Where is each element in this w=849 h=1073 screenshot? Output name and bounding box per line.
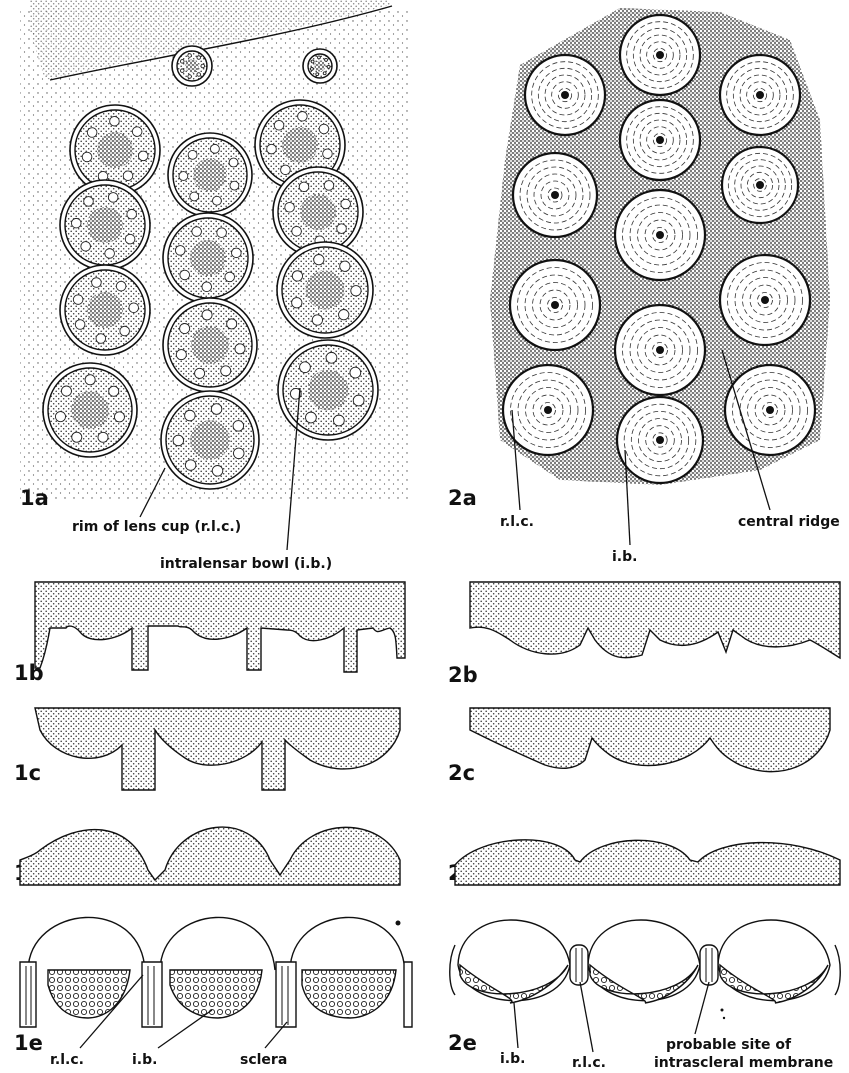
leader-2e-rlc — [580, 982, 593, 1052]
annotation-2e-site-line2: intrascleral membrane — [654, 1055, 833, 1071]
lens-2a-11 — [503, 365, 593, 455]
lens-1e-2 — [160, 917, 275, 970]
lens-1a-2 — [303, 49, 337, 83]
edge-2e-right — [835, 945, 840, 995]
annotation-intralensar-bowl: intralensar bowl (i.b.) — [160, 556, 332, 572]
dot-1e — [396, 921, 401, 926]
lens-1a-13 — [278, 340, 378, 440]
bowl-2e-3 — [720, 965, 828, 1003]
lens-1a-8 — [163, 213, 253, 303]
label-2a: 2a — [448, 486, 477, 510]
annotation-rim-of-lens-cup: rim of lens cup (r.l.c.) — [72, 519, 241, 535]
lens-2a-12 — [725, 365, 815, 455]
pillar-2e-2 — [700, 945, 718, 985]
label-2c: 2c — [448, 761, 475, 785]
lens-1a-5 — [168, 133, 252, 217]
leader-2e-ib — [514, 1003, 518, 1048]
annotation-1e-rlc: r.l.c. — [50, 1052, 84, 1068]
annotation-1e-sclera: sclera — [240, 1052, 287, 1068]
edge-2e-left — [450, 945, 455, 995]
section-1d — [20, 827, 400, 885]
lens-1a-12 — [43, 363, 137, 457]
lens-2a-4 — [620, 100, 700, 180]
label-2e: 2e — [448, 1031, 477, 1055]
lens-1a-11 — [163, 298, 257, 392]
leader-2e-site — [695, 982, 709, 1034]
bowl-2e-1 — [460, 965, 568, 1003]
lens-2a-1 — [620, 15, 700, 95]
bowl-1e-3 — [302, 970, 396, 1018]
panel-2a — [490, 8, 830, 485]
lens-1e-3 — [290, 917, 405, 970]
sclera-1e-3 — [276, 962, 296, 1027]
section-1e — [20, 917, 412, 1027]
annotation-central-ridge: central ridge — [738, 514, 840, 530]
annotation-2a-ib: i.b. — [612, 549, 637, 565]
annotation-1e-ib: i.b. — [132, 1052, 157, 1068]
lens-2a-3 — [525, 55, 605, 135]
lens-1a-14 — [161, 391, 259, 489]
lens-2a-10 — [615, 305, 705, 395]
bowl-2e-2 — [590, 965, 698, 1003]
lens-2a-6 — [513, 153, 597, 237]
annotation-2a-rlc: r.l.c. — [500, 514, 534, 530]
lens-1a-1 — [172, 46, 212, 86]
lens-2a-8 — [510, 260, 600, 350]
leader-1e-ib — [158, 1010, 212, 1048]
section-2e — [450, 920, 841, 1019]
panel-1a — [20, 0, 410, 500]
bowl-1e-2 — [170, 970, 262, 1018]
lens-1a-9 — [60, 265, 150, 355]
label-1c: 1c — [14, 761, 41, 785]
lens-2a-2 — [720, 55, 800, 135]
sclera-1e-1 — [20, 962, 36, 1027]
lens-1a-10 — [277, 242, 373, 338]
lens-2a-13 — [617, 397, 703, 483]
section-1c — [35, 708, 400, 790]
lens-2a-5 — [722, 147, 798, 223]
sclera-1e-4 — [404, 962, 412, 1027]
sclera-1e-2 — [142, 962, 162, 1027]
section-2d — [455, 840, 840, 885]
bowl-1e-1 — [48, 970, 130, 1018]
label-2b: 2b — [448, 663, 478, 687]
label-1e: 1e — [14, 1031, 43, 1055]
section-2c — [470, 708, 830, 772]
lens-2a-7 — [615, 190, 705, 280]
annotation-2e-rlc: r.l.c. — [572, 1055, 606, 1071]
annotation-2e-site-line1: probable site of — [666, 1037, 792, 1053]
lens-1a-6 — [60, 180, 150, 270]
lens-1e-1 — [28, 917, 145, 970]
lens-2a-9 — [720, 255, 810, 345]
section-2b — [470, 582, 840, 658]
annotation-2e-ib: i.b. — [500, 1051, 525, 1067]
label-1a: 1a — [20, 486, 49, 510]
section-1b — [35, 582, 405, 672]
pillar-2e-1 — [570, 945, 588, 985]
